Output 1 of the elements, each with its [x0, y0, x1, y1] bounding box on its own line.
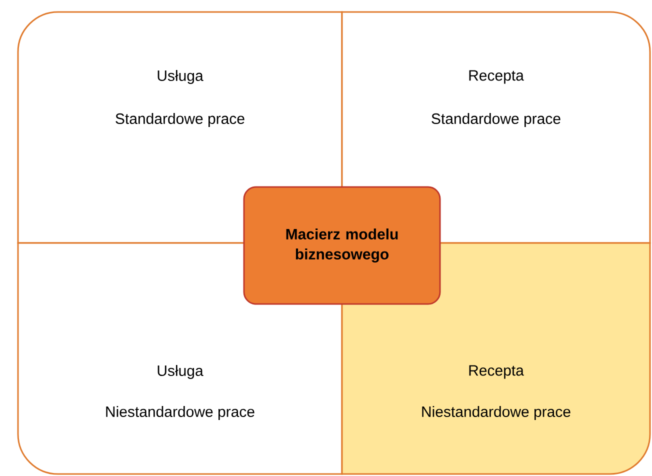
center-box: Macierz modelu biznesowego	[243, 186, 441, 305]
